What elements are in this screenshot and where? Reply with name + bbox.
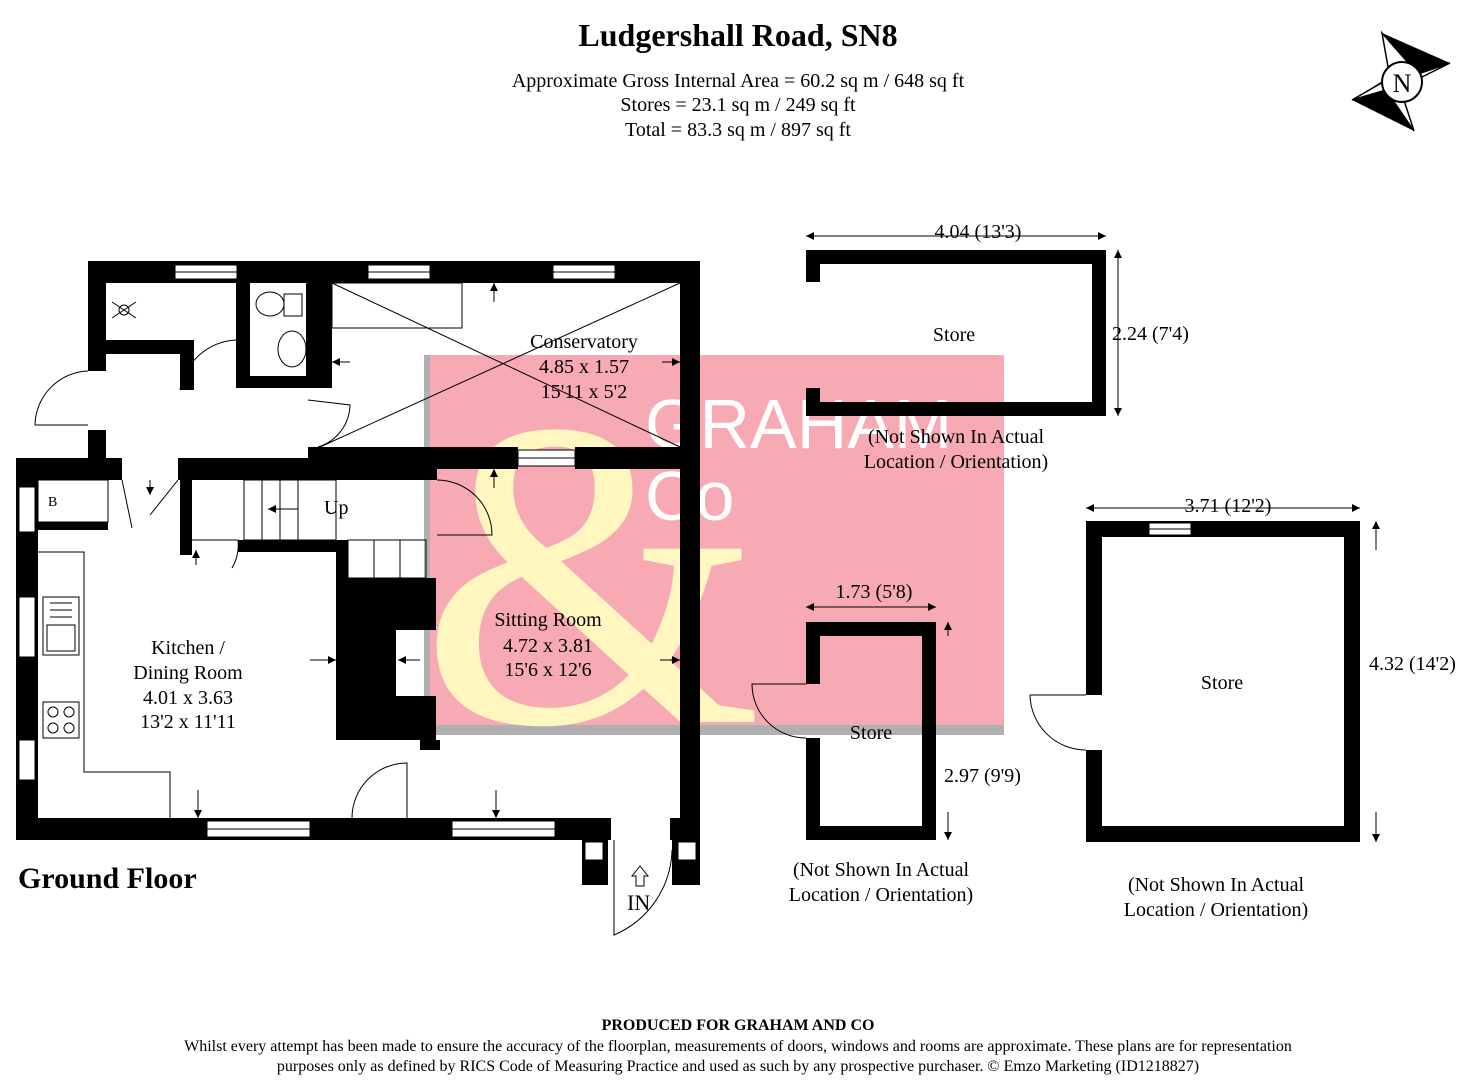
boiler-label: B (48, 495, 57, 510)
store-2-outline (751, 603, 952, 840)
kitchen-name-line2: Dining Room (133, 662, 243, 684)
room-dimension-arrows (146, 283, 680, 887)
kitchen-metric: 4.01 x 3.63 (143, 687, 233, 709)
plan-title: Ludgershall Road, SN8 (578, 17, 897, 53)
sanitary-fittings (111, 291, 307, 368)
conservatory-imperial: 15'11 x 5'2 (541, 381, 627, 403)
store-2-width: 1.73 (5'8) (836, 581, 913, 603)
store-2-depth: 2.97 (9'9) (944, 765, 1021, 787)
stairs-up-label: Up (324, 497, 348, 519)
compass-north-label: N (1393, 69, 1412, 98)
store-1-outline (806, 232, 1122, 416)
store-2-note-line1: (Not Shown In Actual (793, 859, 970, 881)
entrance-label: IN (627, 890, 650, 915)
sitting-room-imperial: 15'6 x 12'6 (504, 659, 591, 681)
house-walls (16, 261, 700, 885)
store-3-note-line1: (Not Shown In Actual (1128, 874, 1305, 896)
footer-disclaimer-line2: purposes only as defined by RICS Code of… (277, 1058, 1199, 1075)
stores-area-line: Stores = 23.1 sq m / 249 sq ft (620, 94, 856, 116)
store-2-name: Store (850, 722, 892, 744)
store-1-width: 4.04 (13'3) (935, 221, 1022, 243)
store-3-outline (1029, 504, 1380, 842)
total-area-line: Total = 83.3 sq m / 897 sq ft (625, 119, 851, 141)
sitting-room-name: Sitting Room (494, 609, 602, 631)
footer-disclaimer-line1: Whilst every attempt has been made to en… (184, 1038, 1292, 1055)
footer-heading: PRODUCED FOR GRAHAM AND CO (602, 1017, 875, 1034)
store-3-name: Store (1201, 672, 1243, 694)
hob-icon (42, 701, 80, 739)
compass-icon: N (1351, 30, 1451, 132)
store-2-note-line2: Location / Orientation) (789, 884, 973, 906)
store-1-name: Store (933, 324, 975, 346)
store-1-note-line2: Location / Orientation) (864, 451, 1048, 473)
store-3-note-line2: Location / Orientation) (1124, 899, 1308, 921)
store-3-depth: 4.32 (14'2) (1369, 653, 1456, 675)
sitting-room-metric: 4.72 x 3.81 (503, 635, 593, 657)
kitchen-name-line1: Kitchen / (151, 637, 225, 659)
store-3-width: 3.71 (12'2) (1185, 495, 1272, 517)
sink-icon (42, 596, 80, 656)
conservatory-name: Conservatory (530, 331, 638, 353)
gross-area-line: Approximate Gross Internal Area = 60.2 s… (512, 70, 965, 92)
conservatory-metric: 4.85 x 1.57 (539, 356, 629, 378)
doors (34, 339, 673, 936)
store-1-depth: 2.24 (7'4) (1112, 323, 1189, 345)
watermark-ampersand: & (420, 331, 762, 818)
store-1-note-line1: (Not Shown In Actual (868, 426, 1045, 448)
floor-label: Ground Floor (18, 862, 197, 895)
kitchen-imperial: 13'2 x 11'11 (140, 711, 236, 733)
